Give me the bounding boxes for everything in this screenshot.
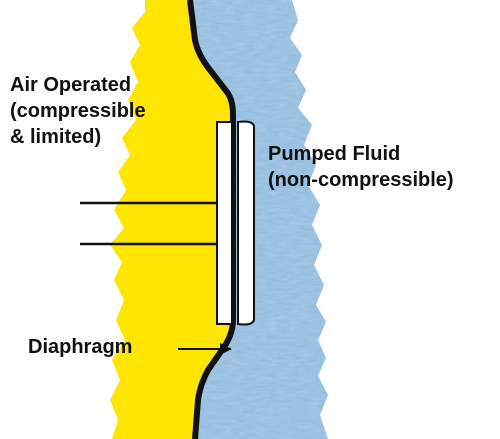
pumped-fluid-label: Pumped Fluid (non-compressible) [268,141,454,193]
air-label-line-2: (compressible [10,100,146,122]
air-chamber-region [110,0,233,439]
fluid-label-line-1: Pumped Fluid [268,143,401,165]
fluid-chamber-region [190,0,328,439]
fluid-label-line-2: (non-compressible) [268,169,454,191]
air-label-line-1: Air Operated [10,74,132,96]
diaphragm-pointer-arrow [178,343,232,355]
diaphragm-label: Diaphragm [28,336,133,358]
air-label-line-3: & limited) [10,126,102,148]
fluid-side-plate [237,120,255,326]
air-side-plate [216,121,233,325]
air-operated-label: Air Operated (compressible & limited) [10,72,146,150]
